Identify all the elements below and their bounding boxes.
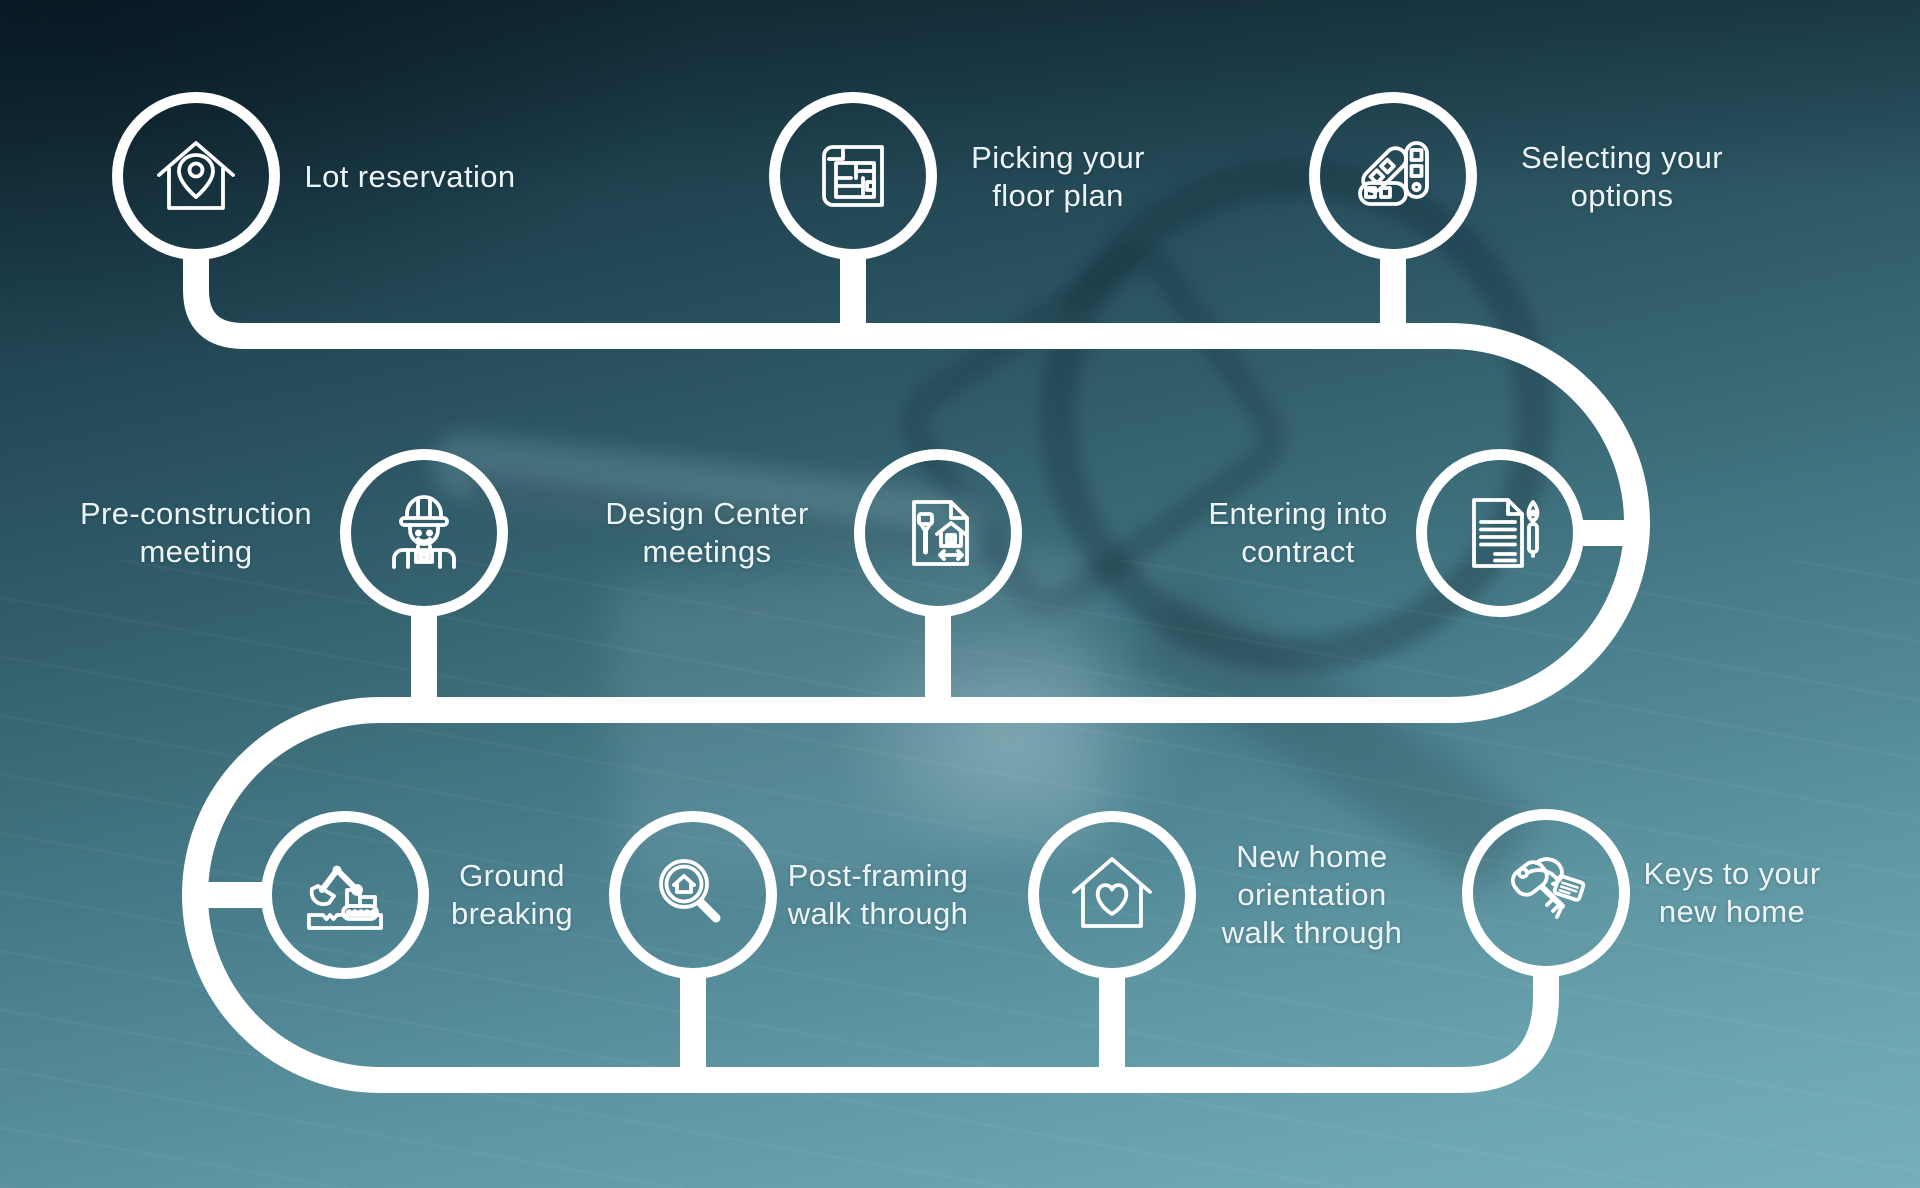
label-line: orientation [1237,877,1387,912]
step-label-lot-reservation: Lot reservation [304,158,515,196]
step-circle-design-center [854,449,1022,617]
design-document-icon [912,500,969,566]
step-circle-ground-breaking [261,811,429,979]
color-swatches-icon [1358,141,1429,206]
step-label-picking-floor-plan: Picking your floor plan [971,139,1145,215]
house-location-pin-icon [157,141,235,210]
step-label-design-center: Design Center meetings [605,495,808,571]
label-line: options [1570,178,1674,213]
step-label-pre-construction: Pre-construction meeting [80,495,312,571]
step-label-selecting-options: Selecting your options [1521,139,1723,215]
label-line: floor plan [992,178,1124,213]
contract-pen-icon [1472,498,1540,568]
label-line: breaking [450,896,574,931]
step-label-keys-new-home: Keys to your new home [1643,855,1820,931]
step-circle-selecting-options [1309,92,1477,260]
house-heart-icon [1072,857,1152,928]
step-label-entering-contract: Entering into contract [1208,495,1387,571]
step-circle-lot-reservation [112,92,280,260]
keys-icon [1510,857,1586,919]
label-line: Pre-construction [79,496,313,531]
label-line: walk through [1221,915,1403,950]
step-label-ground-breaking: Ground breaking [451,857,573,933]
construction-worker-icon [392,495,456,569]
step-circle-picking-floor-plan [769,92,937,260]
label-line: Selecting your [1520,140,1724,175]
excavator-icon [307,865,383,930]
label-line: walk through [787,896,969,931]
floor-plan-icon [822,145,884,207]
label-line: meetings [642,534,772,569]
step-label-new-home-orientation: New home orientation walk through [1222,838,1403,952]
label-line: meeting [139,534,253,569]
magnifier-house-icon [659,859,721,923]
label-line: Design Center [605,496,809,531]
label-line: Post-framing [787,858,969,893]
step-circle-entering-contract [1416,449,1584,617]
label-line: New home [1236,839,1388,874]
label-line: contract [1241,534,1355,569]
step-circle-new-home-orientation [1028,811,1196,979]
step-circle-pre-construction [340,449,508,617]
step-circle-keys-new-home [1462,809,1630,977]
label-line: Entering into [1208,496,1388,531]
label-line: Ground [459,858,565,893]
label-line: new home [1658,894,1806,929]
step-circle-post-framing [609,811,777,979]
label-line: Lot reservation [304,159,516,194]
step-label-post-framing: Post-framing walk through [788,857,969,933]
label-line: Picking your [971,140,1145,175]
label-line: Keys to your [1643,856,1821,891]
